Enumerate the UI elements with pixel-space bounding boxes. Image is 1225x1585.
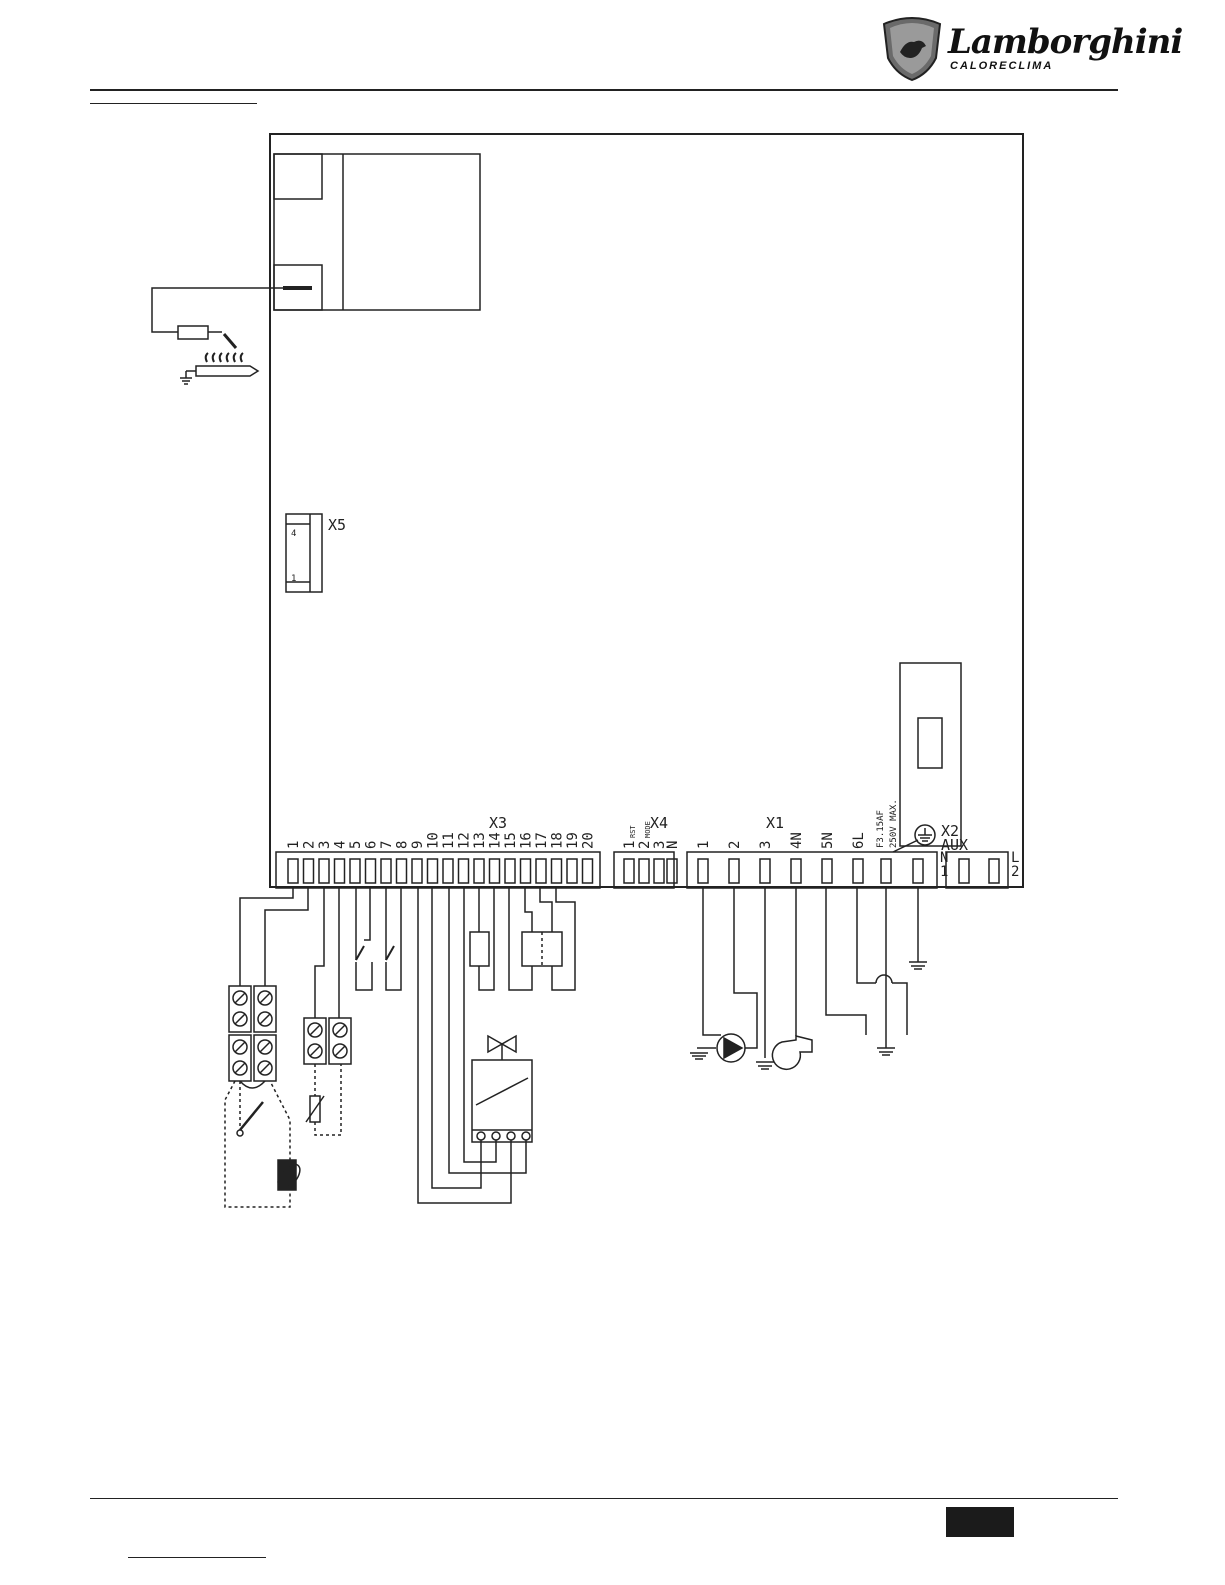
x4-function-label: RST: [629, 825, 637, 838]
x4-pin-2: [639, 859, 649, 883]
x3-terminal-label: 12: [457, 832, 473, 849]
x4-pin-3: [654, 859, 664, 883]
fan-motor-wiring: [756, 888, 812, 1069]
x3-terminal-label: 7: [379, 841, 395, 849]
x3-pin-12: [459, 859, 469, 883]
fuse-voltage-label: 250V MAX.: [889, 799, 899, 848]
x1-aux-pin: [913, 859, 923, 883]
connector-label-x3: X3: [489, 814, 507, 832]
x1-pin-5N: [822, 859, 832, 883]
x3-terminal-label: 14: [488, 832, 504, 849]
x3-terminal-label: 15: [503, 832, 519, 849]
x3-pin-5: [350, 859, 360, 883]
x1-pin-2: [729, 859, 739, 883]
x1-terminal-label: 4N: [789, 832, 805, 849]
pressure-switch-wiring: [356, 888, 401, 990]
x1-aux-pin: [881, 859, 891, 883]
x3-terminal-label: 13: [472, 832, 488, 849]
board-earth-icon: [915, 825, 935, 845]
x4-pin-1: [624, 859, 634, 883]
x2-pin: [959, 859, 969, 883]
x3-terminal-label: 6: [364, 841, 380, 849]
x1-pin-6L: [853, 859, 863, 883]
x1-terminal-block: [687, 852, 937, 888]
ignition-electrode: [152, 288, 283, 384]
x3-pin-7: [381, 859, 391, 883]
x3-pin-1: [288, 859, 298, 883]
fuse-holder: [900, 663, 961, 846]
x3-terminal-label: 17: [534, 832, 550, 849]
x3-terminal-label: 20: [581, 832, 597, 849]
x1-terminal-label: 3: [758, 841, 774, 849]
x3-pin-8: [397, 859, 407, 883]
flow-sensor-wiring: [509, 888, 575, 990]
connector-label-x5: X5: [328, 516, 346, 534]
pump-icon: [724, 1038, 742, 1058]
x1-terminal-label: 5N: [820, 832, 836, 849]
x2-pin: [989, 859, 999, 883]
x3-terminal-label: 16: [519, 832, 535, 849]
connector-label-x1: X1: [766, 814, 784, 832]
x3-terminal-label: 9: [410, 841, 426, 849]
circulator-pump-wiring: [690, 888, 757, 1062]
x3-pin-17: [536, 859, 546, 883]
x1-terminal-label: 6L: [851, 832, 867, 849]
x3-pin-14: [490, 859, 500, 883]
x1-terminal-label: 1: [696, 841, 712, 849]
x5-pin-top-label: 4: [291, 529, 296, 539]
burner-flames-icon: [206, 353, 243, 362]
x3-pin-10: [428, 859, 438, 883]
control-board-outline: [270, 134, 1023, 887]
x3-terminal-label: 8: [395, 841, 411, 849]
mains-supply-wiring: [826, 888, 927, 1055]
x1-pin-N: [667, 859, 677, 883]
x3-terminal-label: 19: [565, 832, 581, 849]
x5-pin-bottom-label: 1: [291, 574, 296, 584]
x2-terminal-2: 2: [1011, 864, 1019, 880]
x3-terminal-label: 18: [550, 832, 566, 849]
connector-label-x4: X4: [650, 814, 668, 832]
x1-pin-3: [760, 859, 770, 883]
x3-pin-2: [304, 859, 314, 883]
x3-pin-15: [505, 859, 515, 883]
x3-pin-20: [583, 859, 593, 883]
x2-terminal-1: 1: [940, 864, 948, 880]
x3-pin-3: [319, 859, 329, 883]
x3-pin-11: [443, 859, 453, 883]
ignition-module: [274, 154, 480, 310]
x3-terminal-label: 11: [441, 832, 457, 849]
gas-valve-wiring: [418, 888, 532, 1203]
fuse-rating-label: F3.15AF: [876, 810, 886, 848]
x3-pin-4: [335, 859, 345, 883]
x1-terminal-label: N: [665, 841, 681, 849]
x3-pin-6: [366, 859, 376, 883]
x3-pin-16: [521, 859, 531, 883]
dhw-sensor-wiring: [304, 888, 351, 1135]
x3-pin-19: [567, 859, 577, 883]
x1-pin-4N: [791, 859, 801, 883]
x3-terminal-label: 2: [302, 841, 318, 849]
x3-terminal-label: 1: [286, 841, 302, 849]
x3-terminal-label: 3: [317, 841, 333, 849]
x3-terminal-label: 10: [426, 832, 442, 849]
x3-pin-13: [474, 859, 484, 883]
x3-terminal-label: 5: [348, 841, 364, 849]
room-thermostat-wiring: [225, 888, 308, 1207]
x3-pin-9: [412, 859, 422, 883]
x4-terminal-label: 2: [637, 841, 653, 849]
x3-terminal-label: 4: [333, 841, 349, 849]
x3-pin-18: [552, 859, 562, 883]
x1-terminal-label: 2: [727, 841, 743, 849]
x1-pin-1: [698, 859, 708, 883]
x4-terminal-label: 1: [622, 841, 638, 849]
modulator-coil-wiring: [470, 888, 494, 990]
